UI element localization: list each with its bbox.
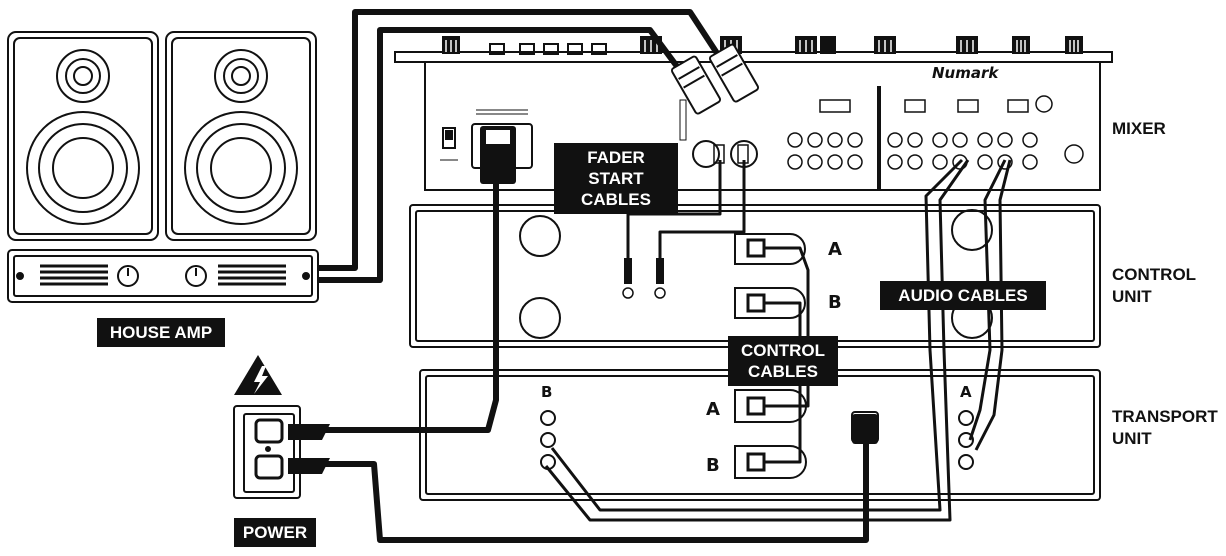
mixer-knob-grips	[445, 40, 1079, 52]
transport-port-a	[734, 389, 807, 423]
fader-start-cables-line2: CABLES	[581, 190, 651, 209]
control-cables-label: CONTROL CABLES	[728, 336, 838, 386]
amp-knob-right	[185, 265, 207, 287]
control-cables-line1: CONTROL	[740, 341, 826, 360]
mixer-label: MIXER	[1112, 119, 1166, 138]
power-outlet	[233, 405, 301, 499]
high-voltage-icon	[234, 355, 282, 395]
house-amp-unit	[7, 249, 319, 303]
mixer-brand-text: Numark	[932, 64, 999, 82]
transport-port-b	[734, 445, 807, 479]
transport-ctrl-b-text: B	[706, 455, 720, 476]
speaker-cables	[318, 9, 731, 283]
control-cables-line2: CABLES	[748, 362, 818, 381]
amp-grille-right	[218, 264, 286, 286]
fader-start-cables-label: FADER START CABLES	[554, 143, 678, 214]
mixer-power-switch	[442, 127, 456, 149]
control-unit-label: CONTROL UNIT	[1112, 264, 1196, 308]
amp-grille-left	[40, 264, 108, 286]
transport-unit-label-line2: UNIT	[1112, 429, 1152, 448]
transport-unit-label-line1: TRANSPORT	[1112, 407, 1218, 426]
control-unit-device	[409, 204, 1101, 348]
transport-power-cable	[300, 440, 869, 543]
amp-knob-left	[117, 265, 139, 287]
outlet-plug-bottom	[288, 458, 330, 474]
xlr-connectors	[670, 43, 760, 115]
house-amp-label: HOUSE AMP	[97, 318, 225, 347]
fader-start-cable-lines	[626, 160, 746, 262]
transport-audio-b-text: B	[541, 383, 552, 401]
control-unit-b-text: B	[828, 292, 842, 313]
outlet-plug-top	[288, 424, 330, 440]
transport-ctrl-a-text: A	[706, 399, 720, 420]
transport-unit-label: TRANSPORT UNIT	[1112, 406, 1218, 450]
mixer-power-cable	[300, 176, 499, 433]
fader-start-plugs	[624, 258, 664, 284]
transport-audio-a-text: A	[960, 383, 972, 401]
fader-start-cables-line1: FADER START	[587, 148, 645, 188]
speaker-right	[165, 31, 317, 241]
transport-power-plug	[852, 414, 878, 444]
control-unit-label-line1: CONTROL	[1112, 265, 1197, 284]
mixer-rca-jacks	[787, 132, 1038, 170]
audio-cable-lines	[544, 158, 1012, 522]
control-unit-label-line2: UNIT	[1112, 287, 1152, 306]
control-unit-a-text: A	[828, 239, 842, 260]
power-label: POWER	[234, 518, 316, 547]
speaker-left	[7, 31, 159, 241]
mixer-xlr-out-1	[692, 140, 720, 168]
control-port-a	[734, 233, 806, 265]
control-port-b	[734, 287, 806, 319]
audio-cables-label: AUDIO CABLES	[880, 281, 1046, 310]
